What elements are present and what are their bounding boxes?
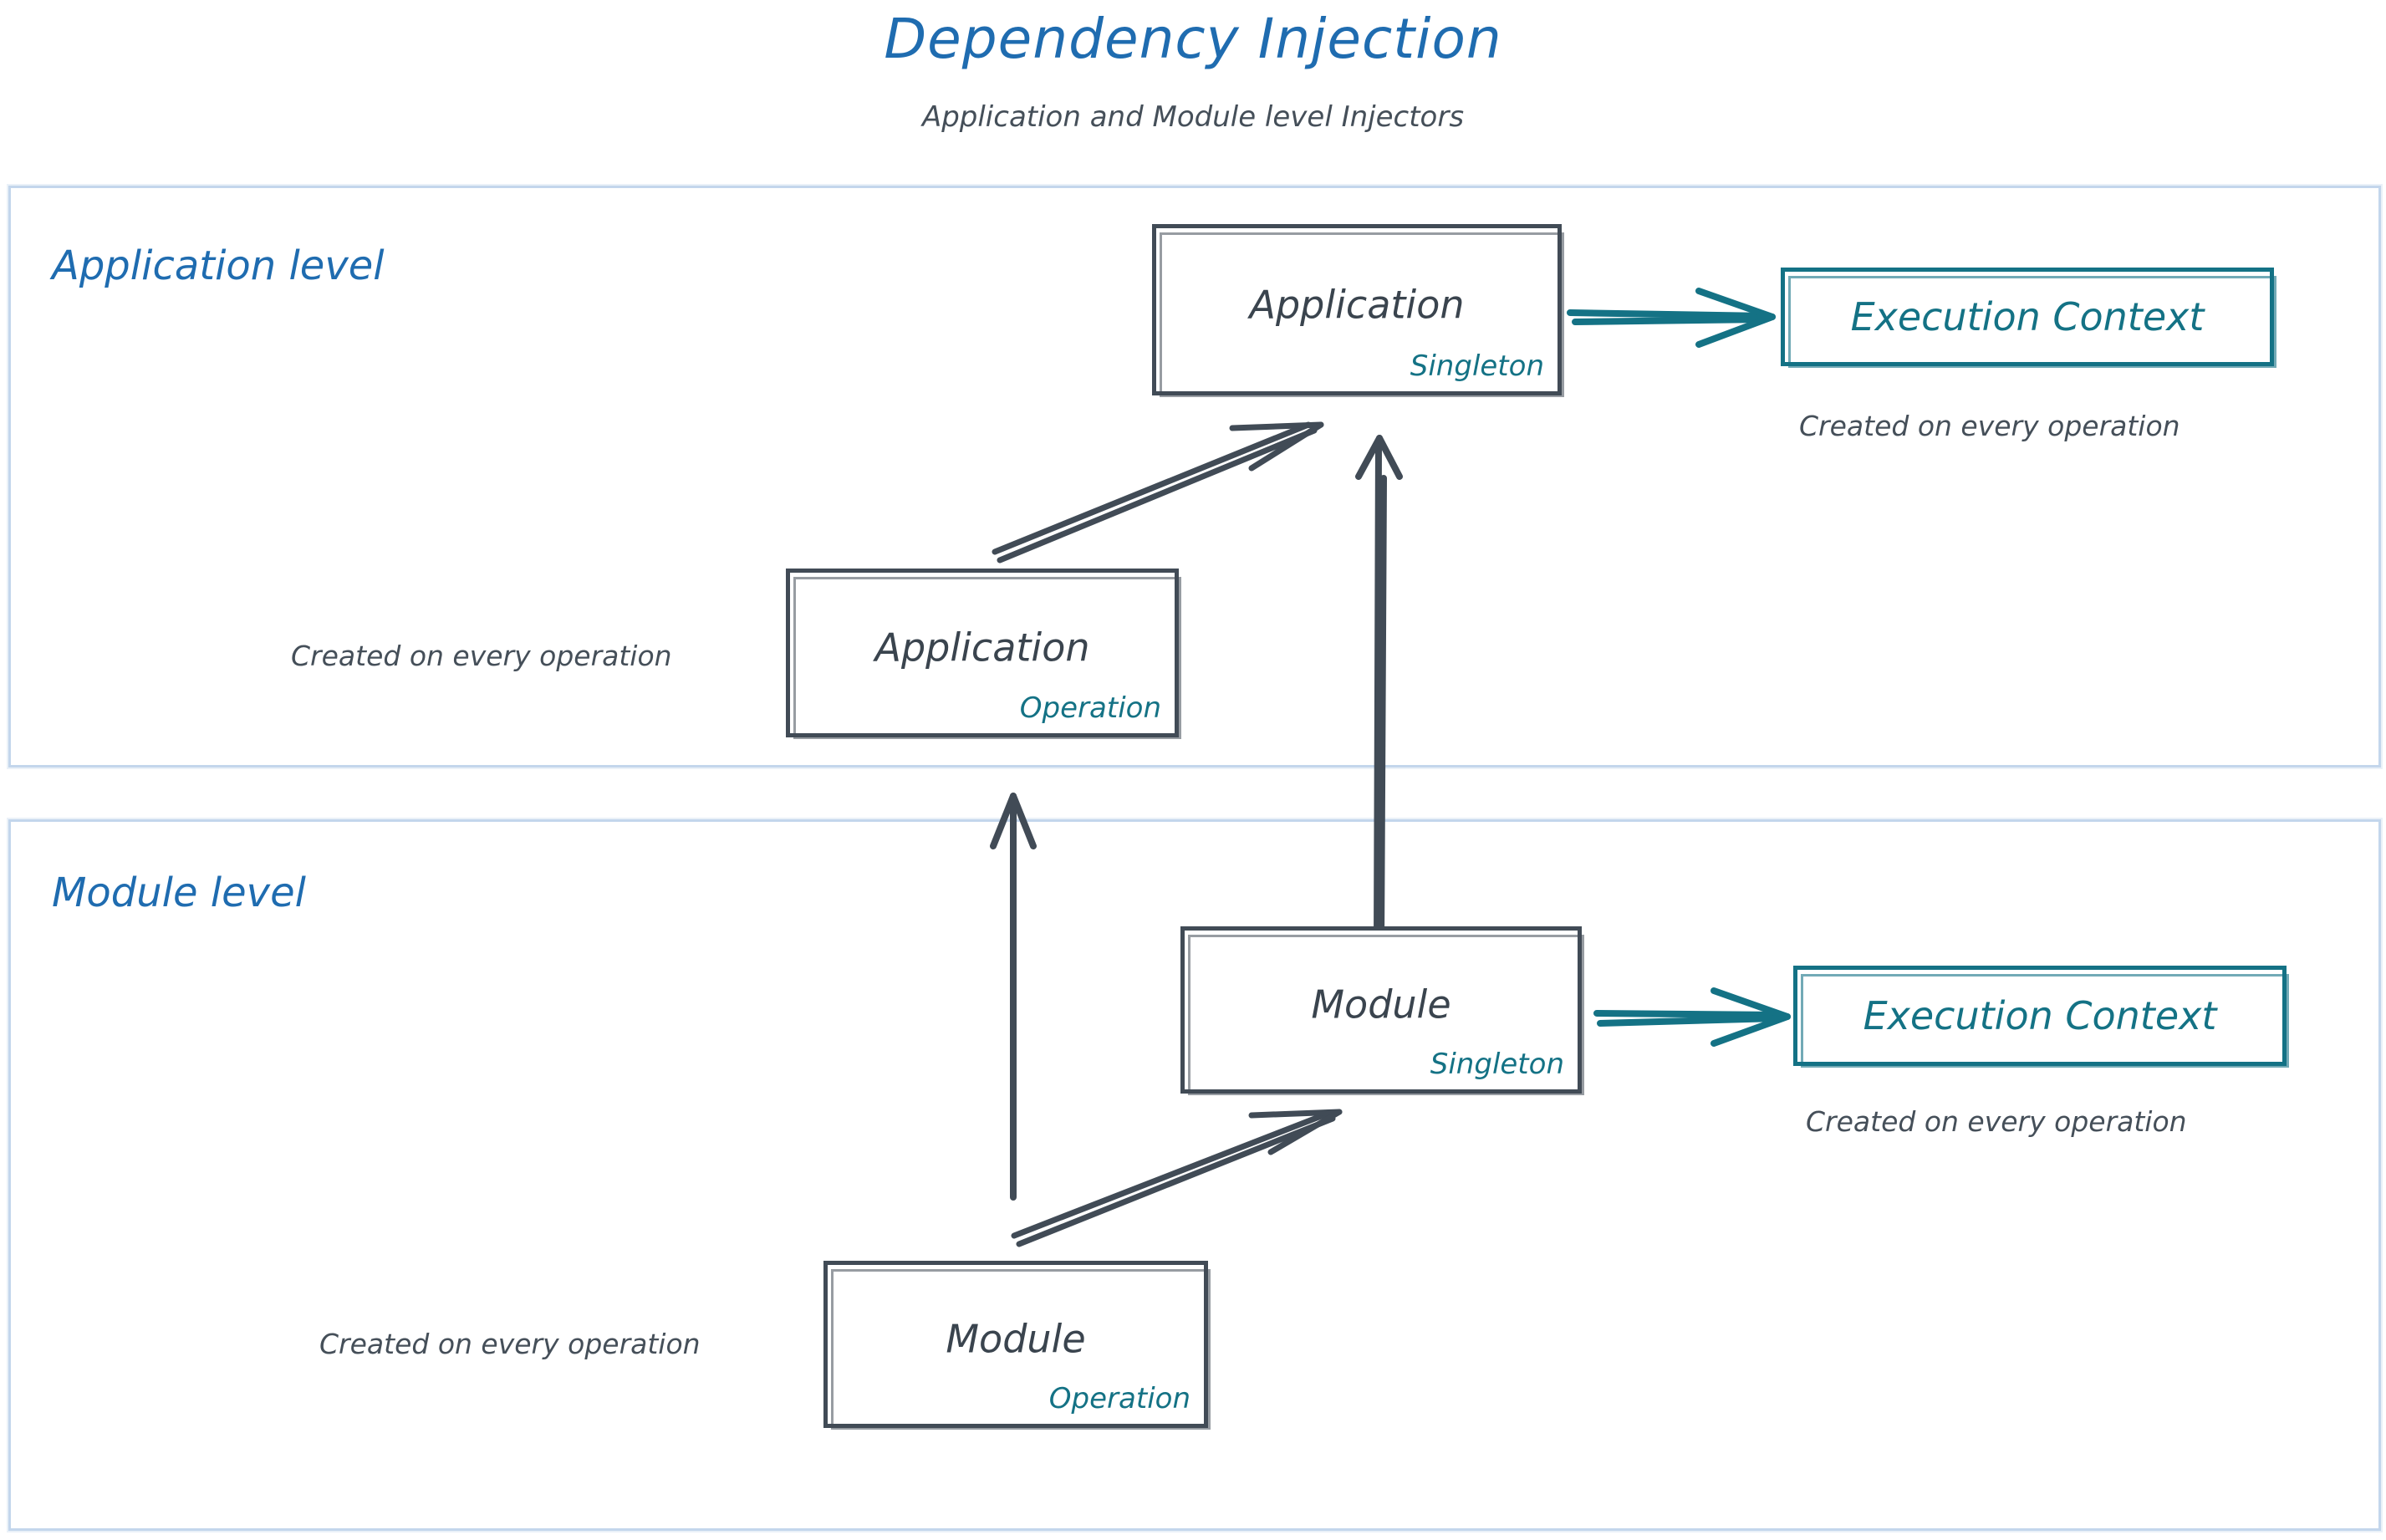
node-execution-context-module-title: Execution Context <box>1863 993 2217 1038</box>
node-module-operation[interactable]: Module Operation <box>823 1261 1211 1430</box>
node-module-operation-scope: Operation <box>1048 1382 1190 1415</box>
node-execution-context-module[interactable]: Execution Context <box>1793 966 2289 1068</box>
module-level-container <box>8 819 2381 1531</box>
page-subtitle: Application and Module level Injectors <box>921 100 1465 134</box>
node-module-singleton[interactable]: Module Singleton <box>1180 926 1584 1095</box>
node-application-operation-title: Application <box>874 625 1090 671</box>
caption-application-operation: Created on every operation <box>291 640 672 672</box>
caption-exec-ctx-application: Created on every operation <box>1799 410 2180 442</box>
caption-module-operation: Created on every operation <box>319 1328 701 1360</box>
node-application-operation-scope: Operation <box>1019 691 1161 725</box>
application-level-container <box>8 186 2381 767</box>
node-module-operation-title: Module <box>946 1316 1086 1362</box>
caption-exec-ctx-module: Created on every operation <box>1806 1105 2187 1138</box>
application-level-label: Application level <box>52 242 385 289</box>
node-application-singleton-title: Application <box>1249 282 1465 328</box>
node-execution-context-application-title: Execution Context <box>1850 294 2205 339</box>
node-execution-context-application[interactable]: Execution Context <box>1781 268 2276 368</box>
node-application-singleton-scope: Singleton <box>1410 349 1544 383</box>
node-module-singleton-scope: Singleton <box>1430 1048 1564 1081</box>
page-title: Dependency Injection <box>884 7 1502 71</box>
node-module-singleton-title: Module <box>1311 982 1451 1028</box>
node-application-singleton[interactable]: Application Singleton <box>1152 224 1564 397</box>
module-level-label: Module level <box>52 869 306 916</box>
node-application-operation[interactable]: Application Operation <box>786 569 1181 739</box>
